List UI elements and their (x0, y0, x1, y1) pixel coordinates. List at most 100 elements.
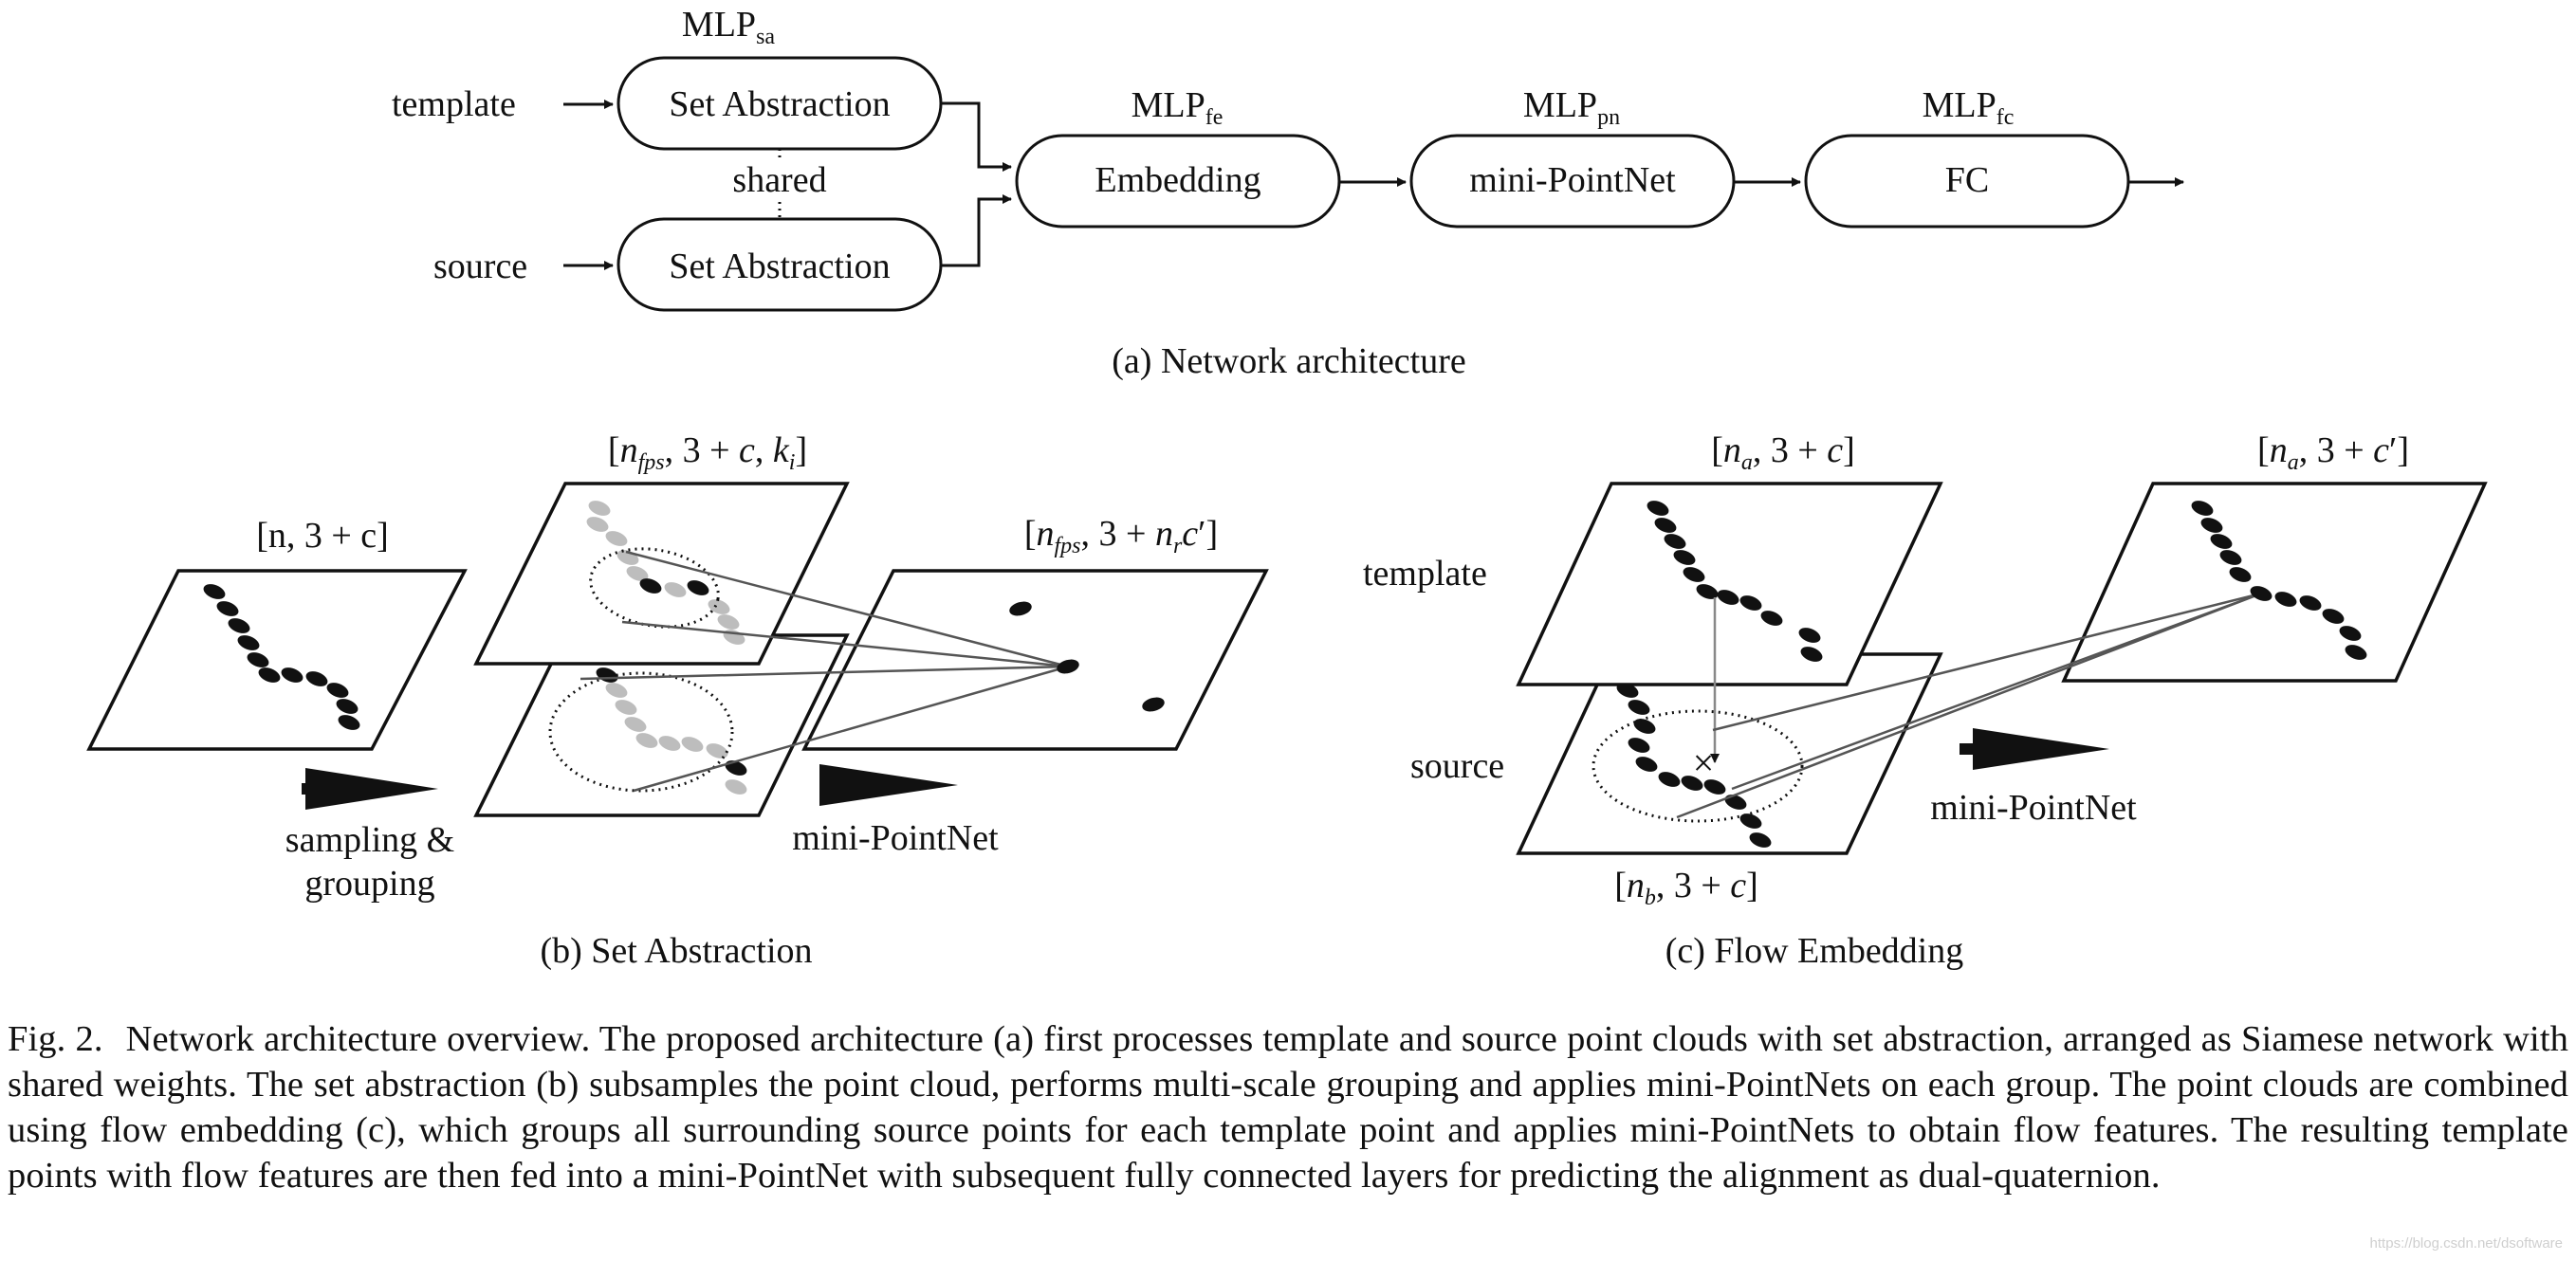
template-input-label: template (392, 84, 516, 124)
mlp-fe-label: MLPfe (1132, 85, 1224, 130)
mini-pointnet-label: mini-PointNet (1469, 160, 1676, 200)
caption-b: (b) Set Abstraction (540, 931, 812, 971)
point (237, 635, 260, 650)
sa-bottom-to-embedding-arrow (941, 194, 1012, 267)
set-abstraction-bottom-label: Set Abstraction (669, 247, 890, 286)
point (1673, 550, 1696, 565)
point (1717, 590, 1739, 605)
point (624, 717, 647, 732)
point (725, 760, 747, 776)
point (626, 566, 649, 581)
point (216, 601, 239, 616)
point (1658, 772, 1681, 787)
mlp-fc-label: MLPfc (1923, 85, 2015, 130)
grouped-points-top (586, 501, 745, 645)
point (2200, 518, 2223, 533)
caption-c: (c) Flow Embedding (1665, 931, 1964, 971)
fc-label: FC (1945, 160, 1989, 200)
point (2250, 586, 2272, 601)
point (228, 618, 250, 633)
edge (1712, 592, 2262, 732)
figure-caption-text: Network architecture overview. The propo… (8, 1019, 2568, 1196)
edge (633, 665, 1069, 793)
template-point-projection-marker: × (1693, 741, 1715, 784)
mini-pointnet-arrow-head-b (819, 764, 958, 806)
sampling-label-line1: sampling & (285, 820, 454, 860)
point (605, 683, 628, 698)
edge (1731, 592, 2262, 791)
output-shape-label: [nfps, 3 + nrc′] (1024, 514, 1218, 558)
mini-pointnet-arrow-shaft-b (829, 779, 884, 791)
point (708, 599, 730, 614)
point (1635, 757, 1658, 772)
panel-b-set-abstraction: [n, 3 + c] sampling & grouping [nfps, 3 … (86, 430, 1269, 971)
source-shape-label: [nb, 3 + c] (1614, 866, 1758, 910)
point (281, 667, 304, 683)
point (2229, 567, 2252, 582)
point (2210, 534, 2233, 549)
point (2322, 609, 2345, 624)
point (687, 580, 709, 595)
mlp-sa-label: MLPsa (682, 5, 775, 49)
point (1749, 832, 1772, 848)
source-input-label: source (433, 247, 527, 286)
point (1654, 518, 1677, 533)
point (2191, 501, 2214, 516)
point (326, 683, 349, 698)
point (586, 517, 609, 532)
point (338, 715, 360, 730)
point (1647, 501, 1669, 516)
mini-pointnet-arrow-head-c (1973, 728, 2109, 770)
point (1798, 628, 1821, 643)
point (1696, 584, 1719, 599)
point (2339, 626, 2362, 641)
input-point-cloud-plane (86, 569, 468, 751)
mlp-pn-label: MLPpn (1523, 85, 1620, 130)
point (336, 699, 359, 714)
point (605, 531, 628, 546)
point (1664, 534, 1686, 549)
input-shape-label: [n, 3 + c] (256, 516, 389, 556)
point (658, 736, 681, 751)
point (1681, 776, 1703, 791)
point (681, 737, 704, 752)
sampling-arrow-shaft (302, 783, 377, 795)
set-abstraction-top-label: Set Abstraction (669, 84, 890, 124)
point (2299, 595, 2322, 611)
point (1739, 813, 1762, 829)
sa-top-to-embedding-arrow (941, 101, 1012, 172)
point (247, 652, 269, 667)
point (2219, 550, 2242, 565)
flow-output-plane (2061, 482, 2488, 683)
caption-a: (a) Network architecture (1112, 341, 1465, 381)
pointnet-edges-b (580, 550, 1069, 793)
point (1009, 601, 1032, 616)
output-points-b (1009, 601, 1165, 712)
point (588, 501, 611, 516)
flow-output-points (2191, 501, 2367, 660)
panel-a-network-architecture: template source MLPsa Set Abstraction Se… (392, 5, 2184, 381)
edge (1676, 592, 2262, 819)
figure-caption-label: Fig. 2. (8, 1019, 103, 1059)
large-grouping-radius (548, 671, 734, 793)
point (1628, 738, 1650, 753)
point (706, 743, 728, 758)
source-plane-label: source (1410, 746, 1504, 786)
point (1760, 611, 1783, 626)
point (1633, 719, 1656, 734)
point (2345, 645, 2367, 660)
point (1142, 697, 1165, 712)
watermark: https://blog.csdn.net/dsoftware (2369, 1235, 2563, 1252)
point (1057, 659, 1079, 674)
point (258, 667, 281, 683)
input-point-cloud (203, 584, 360, 730)
point (203, 584, 226, 599)
shared-label: shared (732, 160, 826, 200)
pointnet-edges-c (1676, 592, 2262, 819)
point (664, 582, 687, 597)
point (615, 700, 637, 715)
point (725, 779, 747, 795)
grouped-plane-top (473, 482, 850, 666)
point (717, 614, 740, 630)
